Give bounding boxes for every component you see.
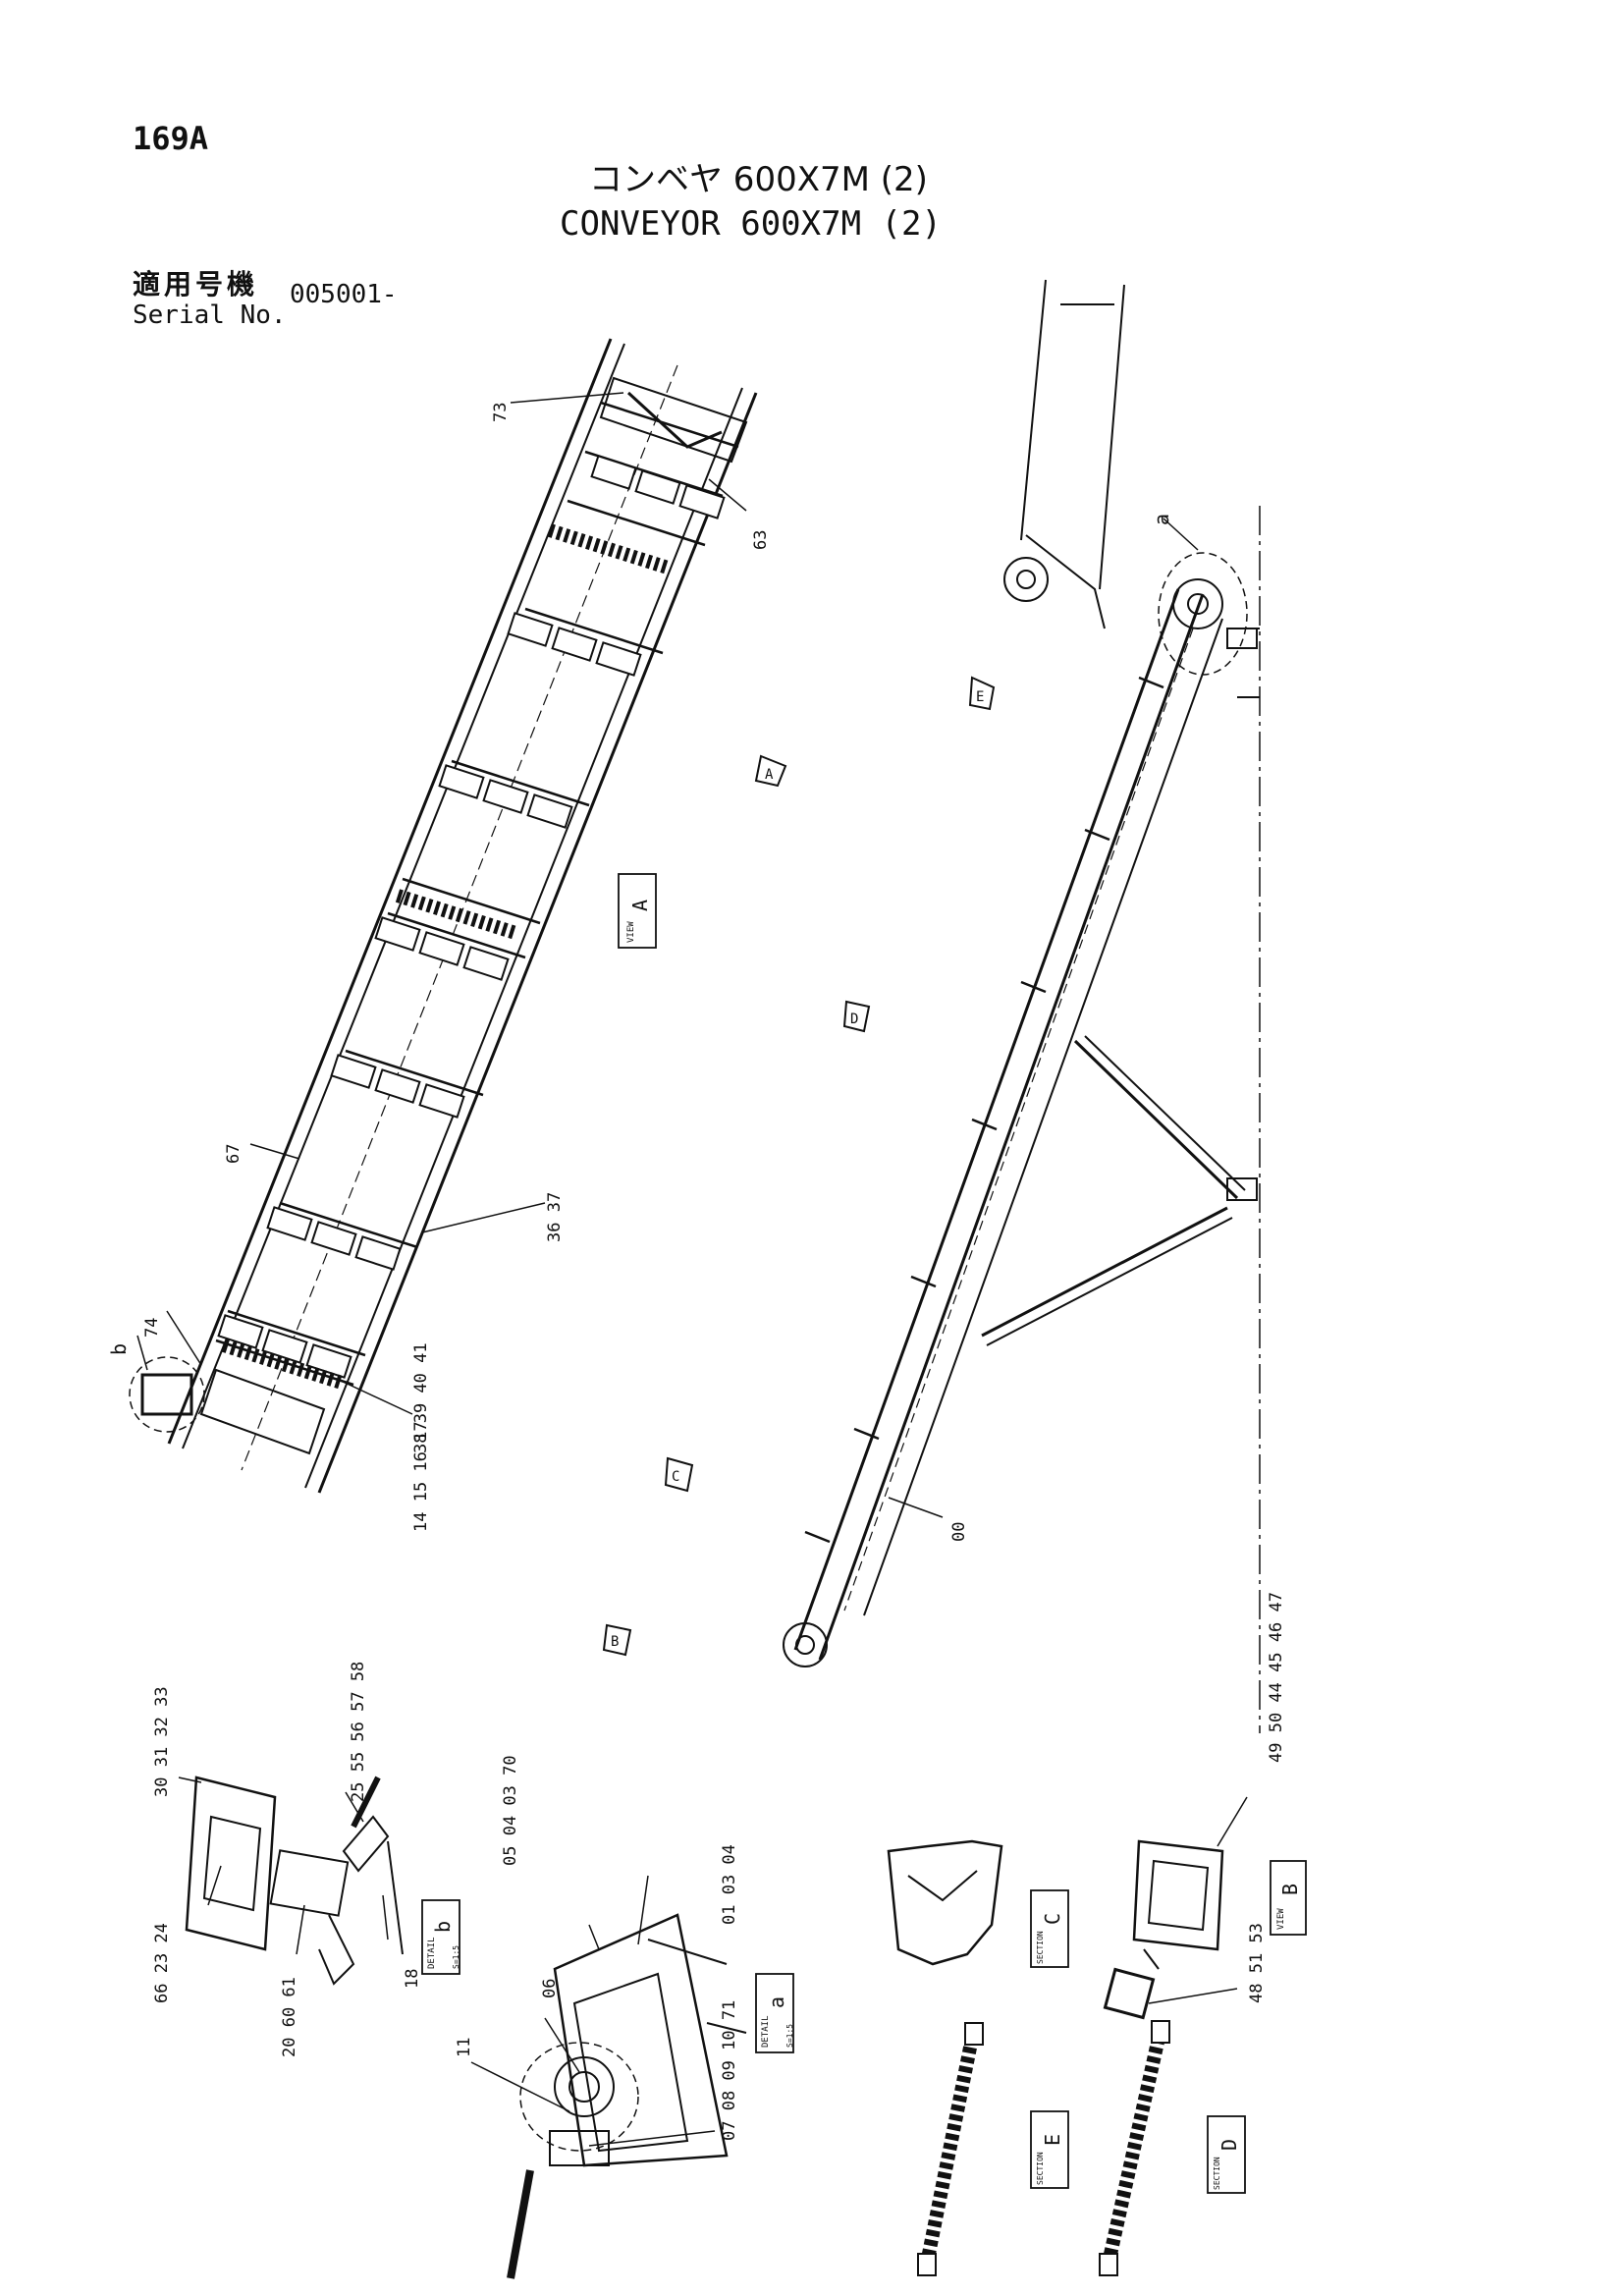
svg-text:D: D <box>850 1011 858 1027</box>
view-arrow-c: C <box>664 1456 694 1493</box>
section-tag-e: E SECTION <box>1030 2110 1069 2189</box>
svg-text:D: D <box>1217 2139 1241 2151</box>
callout-00: 00 <box>949 1522 969 1542</box>
detail-tag-a: a DETAIL S=1:5 <box>755 1973 794 2053</box>
callout-63: 63 <box>751 530 771 550</box>
view-tag-a: A VIEW <box>618 873 657 949</box>
serial-label-japanese: 適用号機 <box>133 268 259 301</box>
callout-30-33: 30 31 32 33 <box>152 1686 172 1797</box>
callout-07-71: 07 08 09 10 71 <box>720 2000 739 2141</box>
svg-text:E: E <box>1041 2134 1064 2146</box>
callout-18: 18 <box>403 1969 422 1989</box>
svg-text:B: B <box>1278 1884 1302 1895</box>
callout-49-47: 49 50 44 45 46 47 <box>1267 1592 1286 1763</box>
page-number: 169A <box>133 120 209 157</box>
view-arrow-d: D <box>842 1000 871 1033</box>
detail-tag-b: b DETAIL S=1:5 <box>421 1899 460 1975</box>
callout-b: b <box>107 1343 131 1355</box>
svg-text:A: A <box>628 900 652 911</box>
leader-lines <box>136 392 1248 2147</box>
svg-text:DETAIL: DETAIL <box>761 2015 771 2048</box>
title-english: CONVEYOR 600X7M (2) <box>560 204 942 244</box>
callout-36-37: 36 37 <box>545 1192 565 1242</box>
view-tag-b: B VIEW <box>1270 1860 1307 1936</box>
section-tag-d: D SECTION <box>1207 2115 1246 2194</box>
callout-25-58: 25 55 56 57 58 <box>349 1662 368 1802</box>
callout-a: a <box>1150 514 1173 525</box>
callout-73: 73 <box>491 403 511 422</box>
svg-text:C: C <box>1041 1913 1064 1925</box>
detail-a <box>507 1913 747 2279</box>
svg-text:VIEW: VIEW <box>1276 1908 1286 1930</box>
view-arrow-e: E <box>968 676 996 711</box>
callouts: 73 63 67 36 37 74 b 38 39 40 41 14 15 16… <box>107 403 1286 2141</box>
section-c <box>887 1839 1003 1966</box>
svg-text:a: a <box>765 1996 788 2008</box>
view-b <box>1103 1839 1224 2020</box>
callout-38-41: 38 39 40 41 <box>411 1342 431 1453</box>
detail-b <box>185 1776 404 1986</box>
serial-value: 005001- <box>290 280 398 309</box>
callout-05-70: 05 04 03 70 <box>501 1755 520 1866</box>
svg-text:B: B <box>611 1634 619 1650</box>
svg-text:SECTION: SECTION <box>1036 1931 1045 1964</box>
side-view <box>783 279 1261 1733</box>
svg-text:S=1:5: S=1:5 <box>452 1945 460 1969</box>
svg-text:SECTION: SECTION <box>1036 2152 1045 2185</box>
callout-66-24: 66 23 24 <box>152 1923 172 2003</box>
section-d <box>1099 2020 1170 2276</box>
serial-label-english: Serial No. <box>133 301 287 330</box>
section-e <box>917 2022 984 2276</box>
callout-48-53: 48 51 53 <box>1247 1923 1267 2003</box>
svg-text:b: b <box>431 1921 455 1933</box>
svg-text:A: A <box>765 767 774 783</box>
svg-text:DETAIL: DETAIL <box>427 1937 437 1969</box>
title-japanese: コンベヤ 600X7M (2) <box>589 160 928 199</box>
svg-text:SECTION: SECTION <box>1213 2157 1221 2190</box>
callout-67: 67 <box>224 1144 243 1164</box>
view-arrow-a: A <box>754 754 787 788</box>
callout-01-04: 01 03 04 <box>720 1844 739 1925</box>
callout-14-17: 14 15 16 17 <box>411 1421 431 1532</box>
callout-11: 11 <box>455 2038 474 2057</box>
view-arrow-b: B <box>602 1623 632 1657</box>
svg-text:VIEW: VIEW <box>626 921 636 943</box>
svg-text:S=1:5: S=1:5 <box>785 2024 794 2048</box>
callout-20-61: 20 60 61 <box>280 1977 299 2057</box>
svg-text:C: C <box>672 1469 679 1485</box>
svg-text:E: E <box>976 689 984 705</box>
callout-74: 74 <box>142 1318 162 1338</box>
section-tag-c: C SECTION <box>1030 1889 1069 1968</box>
plan-view-a <box>129 338 758 1494</box>
callout-06: 06 <box>540 1979 560 1998</box>
